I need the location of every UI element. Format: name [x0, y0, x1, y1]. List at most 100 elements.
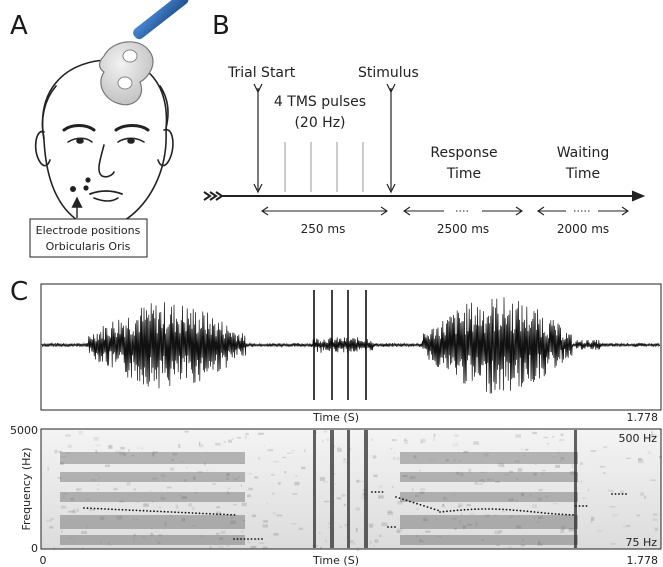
- pitch-track-dot: [491, 508, 494, 510]
- spectrogram-noise: [452, 442, 459, 447]
- pitch-track-dot: [198, 512, 201, 515]
- electrode-label-line1: Electrode positions: [36, 224, 141, 237]
- waveform-x-label: Time (S): [312, 411, 359, 424]
- pitch-track-dot: [558, 513, 560, 516]
- spectrogram-noise: [420, 441, 424, 444]
- spectrogram-noise: [469, 513, 475, 515]
- formant-band: [400, 535, 578, 545]
- pitch-track-dot: [257, 538, 260, 540]
- pitch-track-dot: [540, 511, 543, 514]
- spectrogram-noise: [480, 471, 486, 473]
- duration-2500-label: 2500 ms: [437, 222, 489, 236]
- pitch-track-dot: [495, 508, 497, 510]
- waveform-trace: [41, 297, 661, 394]
- spectrogram-noise: [636, 514, 640, 517]
- spectrogram-noise: [651, 431, 653, 435]
- spectrogram-noise: [479, 479, 484, 482]
- spectrogram-noise: [591, 516, 595, 521]
- spectrogram-noise: [328, 522, 332, 525]
- spectrogram-noise: [612, 491, 614, 495]
- spectrogram-noise: [332, 473, 336, 475]
- pitch-track-dot: [547, 512, 550, 515]
- spectrogram-noise: [515, 434, 521, 438]
- spectrogram-noise: [391, 486, 394, 488]
- spectrogram-noise: [590, 450, 596, 452]
- spectrogram-noise: [538, 488, 543, 492]
- electrode-dot-3: [85, 177, 91, 183]
- spectrogram-noise: [191, 506, 195, 511]
- spectrogram-noise: [116, 515, 123, 520]
- spectrogram-noise: [349, 447, 352, 452]
- spectrogram-noise: [622, 525, 628, 528]
- spectrogram-noise: [454, 434, 459, 437]
- spectrogram-noise: [246, 472, 253, 475]
- spectrogram-x-min: 0: [40, 554, 47, 567]
- spectrogram-noise: [493, 514, 498, 516]
- spectrogram-noise: [502, 510, 506, 513]
- spectrogram-noise: [67, 537, 74, 539]
- spectrogram-noise: [226, 472, 230, 476]
- spectrogram-noise: [462, 525, 466, 528]
- spectrogram-noise: [443, 496, 446, 499]
- pitch-track-dot: [156, 510, 159, 513]
- formant-band: [400, 515, 578, 529]
- spectrogram-noise: [467, 523, 473, 526]
- spectrogram-noise: [72, 509, 77, 514]
- spectrogram-noise: [318, 532, 321, 534]
- spectrogram-noise: [172, 452, 178, 456]
- pitch-track-dot: [474, 508, 476, 511]
- pitch-track-dot: [484, 508, 487, 510]
- spectrogram-noise: [271, 474, 275, 476]
- tms-label-line2: (20 Hz): [294, 115, 345, 131]
- coil-handle: [133, 0, 189, 40]
- spectrogram-noise: [126, 481, 131, 486]
- spectrogram-noise: [151, 501, 154, 504]
- spectrogram-noise: [487, 478, 491, 481]
- spectrogram-noise: [96, 488, 100, 491]
- pitch-track-dot: [170, 511, 173, 513]
- waiting-label-line1: Waiting: [557, 145, 610, 161]
- spectrogram-noise: [152, 452, 155, 457]
- spectrogram-noise: [609, 506, 616, 508]
- pitch-track-dot: [216, 513, 218, 515]
- spectrogram-noise: [133, 488, 136, 491]
- spectrogram-noise: [611, 543, 616, 545]
- pitch-track-dot: [230, 513, 232, 516]
- spectrogram-noise: [54, 449, 58, 454]
- spectrogram-noise: [397, 501, 403, 505]
- pitch-track-dot: [191, 512, 194, 514]
- spectrogram-noise: [132, 518, 135, 520]
- spectrogram-noise: [653, 513, 658, 516]
- spectrogram-noise: [283, 471, 287, 474]
- spectrogram-noise: [555, 464, 560, 468]
- spectrogram-noise: [501, 464, 505, 468]
- spectrogram-noise: [68, 510, 75, 513]
- spectrogram-noise: [295, 475, 298, 477]
- waveform: [41, 290, 661, 400]
- spectrogram-noise: [220, 530, 226, 534]
- left-ear: [34, 130, 51, 167]
- spectrogram-noise: [272, 512, 276, 515]
- spectrogram-noise: [184, 430, 189, 433]
- pitch-track-dot: [240, 538, 242, 540]
- spectrogram-noise: [498, 529, 503, 534]
- spectrogram-noise: [175, 504, 179, 509]
- electrode-dots: [70, 177, 91, 192]
- pitch-track-dot: [135, 509, 138, 512]
- spectrogram-noise: [453, 459, 456, 463]
- spectrogram-noise: [541, 473, 545, 475]
- spectrogram-noise: [537, 497, 543, 502]
- pitch-track-dot: [226, 513, 229, 516]
- spectrogram-noise: [115, 450, 121, 453]
- timeline-axis: [203, 190, 646, 202]
- spectrogram-noise: [131, 454, 135, 457]
- spectrogram-noise: [327, 527, 333, 529]
- pitch-track-dot: [402, 498, 404, 501]
- spectrogram-noise: [323, 500, 330, 503]
- spectrogram-noise: [50, 518, 55, 520]
- formant-band: [60, 492, 245, 502]
- spectrogram-noise: [278, 482, 281, 485]
- panel-a-letter: A: [10, 11, 28, 41]
- spectrogram-y-max: 5000: [10, 424, 38, 437]
- spectrogram-frame: [40, 428, 662, 550]
